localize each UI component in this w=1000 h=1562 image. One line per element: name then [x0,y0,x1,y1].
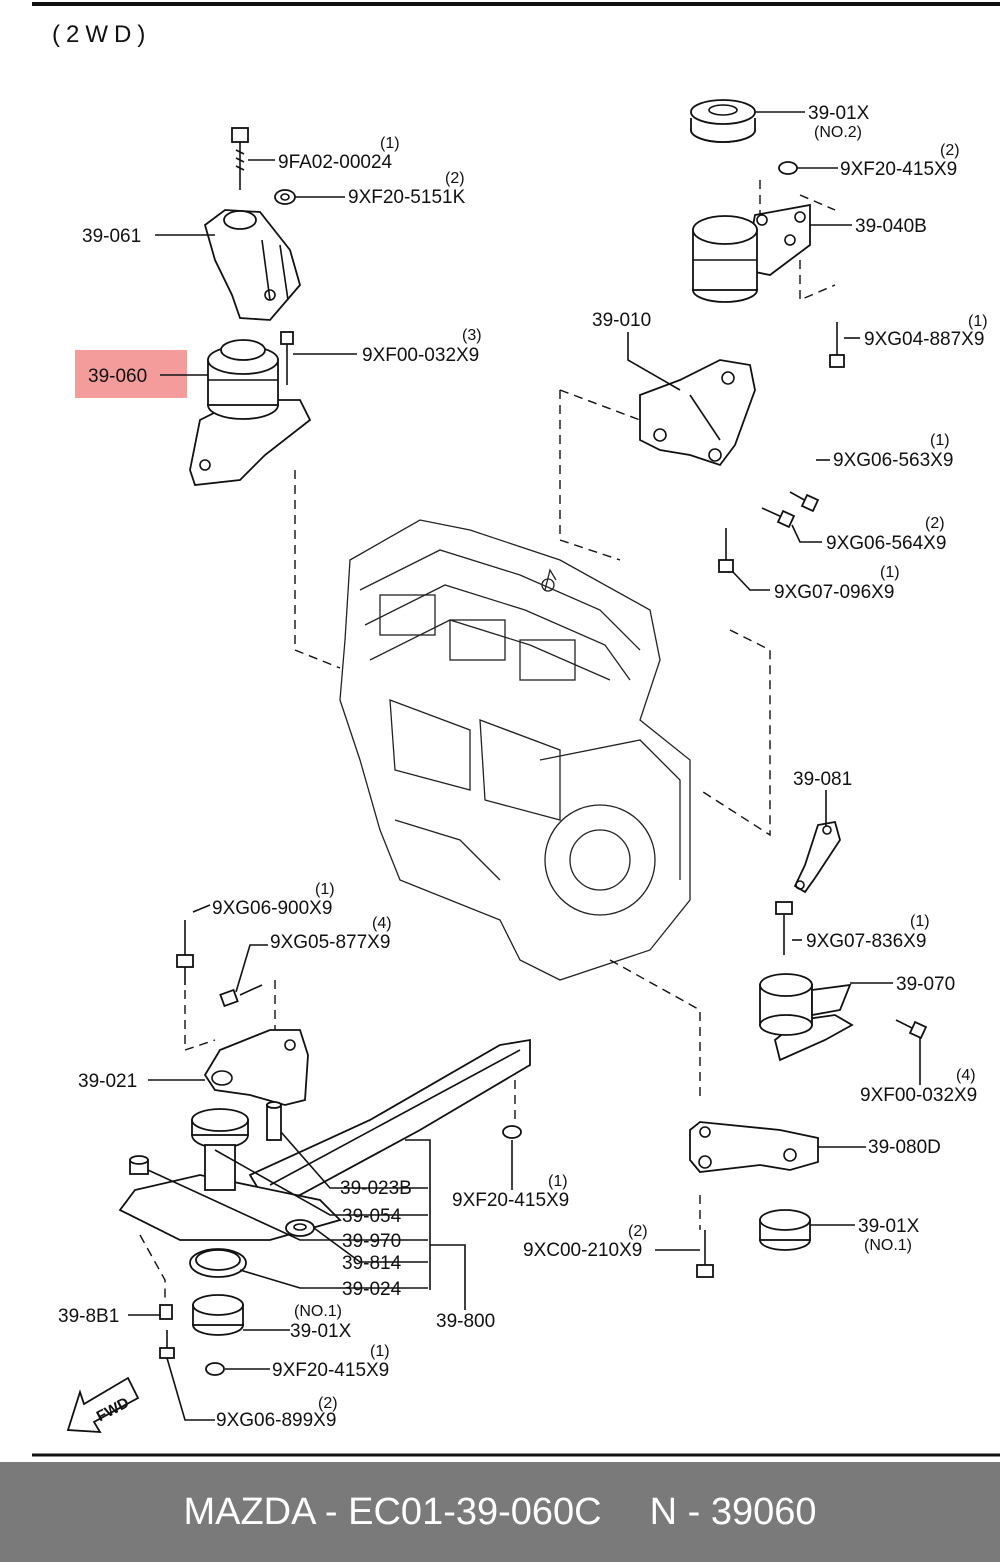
label-9xf20-415x9-c: 9XF20-415X9 [272,1360,389,1381]
ring-39-024-illustration [189,1248,247,1278]
qty-9xf20-5151k: (2) [445,170,465,187]
nut-9xf20-5151k-illustration [274,189,296,205]
engine-mount-diagram: (2WD) [32,2,1000,1457]
label-39-080d: 39-080D [868,1137,941,1158]
label-39-010: 39-010 [592,310,651,331]
bolt-9xg07-836-illustration [775,901,793,955]
label-39-01x-no2: 39-01X [808,103,870,124]
label-9xg07-836x9: 9XG07-836X9 [806,931,926,952]
bolt-9xg05-illustration [219,984,263,1008]
link-39-081-illustration [793,820,841,894]
label-39-040b: 39-040B [855,216,927,237]
bolt-9fa02-illustration [231,127,249,190]
label-9xg06-899x9: 9XG06-899X9 [216,1410,336,1431]
label-9xg06-564x9: 9XG06-564X9 [826,533,946,554]
part-labels: (1) 9FA02-00024 (2) 9XF20-5151K 39-061 (… [58,103,988,1431]
engine-block-illustration [339,519,691,981]
qty-9xc00: (2) [628,1223,648,1240]
bolt-9xg06-900-illustration [176,920,194,985]
qty-9xg07-096: (1) [880,564,900,581]
label-9xg07-096x9: 9XG07-096X9 [774,582,894,603]
label-39-021: 39-021 [78,1071,137,1092]
qty-9xg06-563: (1) [930,432,950,449]
highlight-box-39-060 [75,350,187,398]
footer-alt-part-number: N - 39060 [649,1490,817,1533]
label-9xg05-877x9: 9XG05-877X9 [270,932,390,953]
bracket-39-021-illustration [203,1029,309,1106]
label-39-01x-no1-right: 39-01X [858,1216,920,1237]
label-9xf20-415x9-a: 9XF20-415X9 [840,159,957,180]
insulator-39-01x-no1-left-illustration [192,1294,244,1336]
insulator-39-01x-no2-illustration [690,99,756,143]
bracket-39-061-illustration [203,209,301,321]
footer-brand-part-number: MAZDA - EC01-39-060C [183,1490,602,1533]
label-9xg06-563x9: 9XG06-563X9 [833,450,953,471]
bolt-9xg04-illustration [829,322,845,368]
fwd-arrow-icon: FWD [66,1376,140,1434]
label-39-8b1: 39-8B1 [58,1306,119,1327]
label-39-060: 39-060 [88,366,147,387]
qty-9xg06-899: (2) [318,1395,338,1412]
label-9xf20-415x9-b: 9XF20-415X9 [452,1190,569,1211]
label-9xc00-210x9: 9XC00-210X9 [523,1240,642,1261]
sub-39-01x-no1-left: (NO.1) [294,1303,342,1320]
label-39-061: 39-061 [82,226,141,247]
sub-39-01x-no1-right: (NO.1) [864,1237,912,1254]
sub-39-01x-no2: (NO.2) [814,124,862,141]
label-9xf00-032x9-b: 9XF00-032X9 [860,1085,977,1106]
qty-9xf20-415-b: (1) [548,1173,568,1190]
label-39-023b: 39-023B [340,1178,412,1199]
washer-39-814-illustration [285,1219,315,1237]
part-number-footer: MAZDA - EC01-39-060C N - 39060 [0,1462,1000,1562]
bracket-39-080d-illustration [689,1121,819,1173]
leader-lines [128,111,921,1421]
qty-9xf00-a: (3) [462,327,482,344]
qty-9xg05: (4) [372,915,392,932]
qty-9xg07-836: (1) [910,913,930,930]
sleeve-39-8b1-illustration [159,1304,173,1320]
bolt-9xg07-096-illustration [718,528,734,573]
label-9fa02-00024: 9FA02-00024 [278,152,393,173]
label-9xg04-887x9: 9XG04-887X9 [864,329,984,350]
label-9xf20-5151k: 9XF20-5151K [348,187,466,208]
label-39-814: 39-814 [342,1253,402,1274]
qty-9xg06-564: (2) [925,515,945,532]
bolt-9xf00-a-illustration [280,331,294,385]
qty-9xg04: (1) [968,313,988,330]
mount-39-060-illustration [189,339,312,486]
label-39-070: 39-070 [896,974,955,995]
bolt-9xc00-illustration [696,1230,714,1278]
mount-39-070-illustration [759,973,854,1062]
nut-9xf20-415-b-illustration [502,1125,522,1139]
label-39-01x-no1-left: 39-01X [290,1321,352,1342]
bolt-9xf00-b-illustration [895,1019,928,1040]
label-39-970: 39-970 [342,1231,401,1252]
bolt-9xg06-899-illustration [159,1330,175,1359]
variant-title: (2WD) [52,21,151,48]
qty-9xf20-415-c: (1) [370,1343,390,1360]
insulator-39-01x-no1-right-illustration [759,1209,811,1251]
qty-9xg06-900: (1) [315,881,335,898]
qty-9fa02: (1) [380,135,400,152]
qty-9xf20-415-a: (2) [940,142,960,159]
label-39-081: 39-081 [793,769,852,790]
label-9xf00-032x9-a: 9XF00-032X9 [362,345,479,366]
qty-9xf00-b: (4) [956,1067,976,1084]
bracket-39-010-illustration [639,359,756,467]
bolt-9xg06-564-illustration [761,507,796,529]
nut-9xf20-415-a-illustration [778,161,798,175]
bolt-9xg06-563-illustration [789,491,820,513]
nut-9xf20-415-c-illustration [205,1362,225,1376]
label-39-800: 39-800 [436,1311,495,1332]
plug-39-970-illustration [129,1155,149,1175]
pin-39-023b-illustration [266,1101,282,1141]
label-9xg06-900x9: 9XG06-900X9 [212,898,332,919]
label-39-054: 39-054 [342,1206,402,1227]
label-39-024: 39-024 [342,1279,402,1300]
mount-39-040b-illustration [692,203,811,303]
